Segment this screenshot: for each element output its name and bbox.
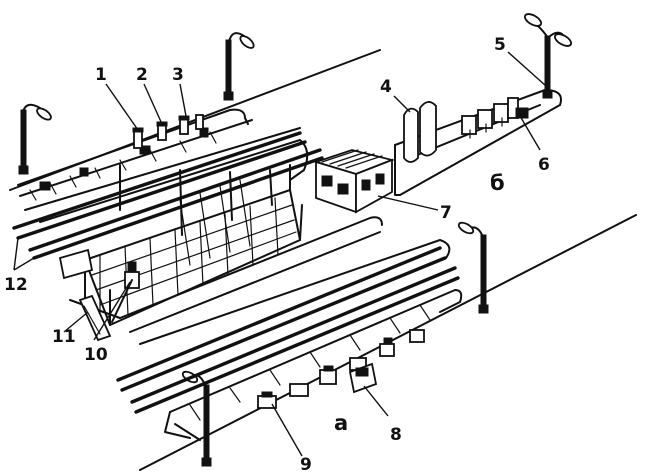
callout-5: 5	[494, 35, 506, 55]
lifting-unit	[78, 294, 112, 342]
callout-6: 6	[538, 155, 550, 175]
entry-ramp	[58, 248, 94, 280]
callout-11: 11	[52, 327, 76, 347]
storage-tanks	[403, 101, 437, 163]
callout-3: 3	[172, 65, 184, 85]
upper-platform	[17, 108, 309, 223]
callout-7: 7	[440, 203, 452, 223]
leader-lines	[13, 51, 547, 457]
equipment-unit-8	[348, 362, 378, 394]
callout-8: 8	[390, 425, 402, 445]
lamp-right-top	[523, 13, 573, 99]
lamp-right-mid	[457, 221, 489, 314]
ground-lines	[9, 49, 637, 471]
callout-12: 12	[4, 275, 28, 295]
lamp-bottom	[181, 370, 212, 467]
lamp-top-center	[223, 32, 255, 101]
lower-tracks	[116, 246, 460, 414]
zone-label-a: а	[334, 411, 348, 435]
callout-labels: 1 2 3 4 5 6 7 8 9 10 11 12 а б	[4, 35, 550, 475]
control-cabin	[313, 149, 395, 214]
lower-platform	[119, 216, 463, 441]
callout-9: 9	[300, 455, 312, 475]
equipment-group-6	[461, 97, 529, 139]
lamp-left	[18, 103, 52, 175]
callout-1: 1	[95, 65, 107, 85]
callout-4: 4	[380, 77, 392, 97]
zone-label-b: б	[490, 171, 505, 195]
central-scaffold	[84, 164, 303, 326]
callout-2: 2	[136, 65, 148, 85]
upper-tracks	[12, 131, 324, 260]
callout-10: 10	[84, 345, 108, 365]
